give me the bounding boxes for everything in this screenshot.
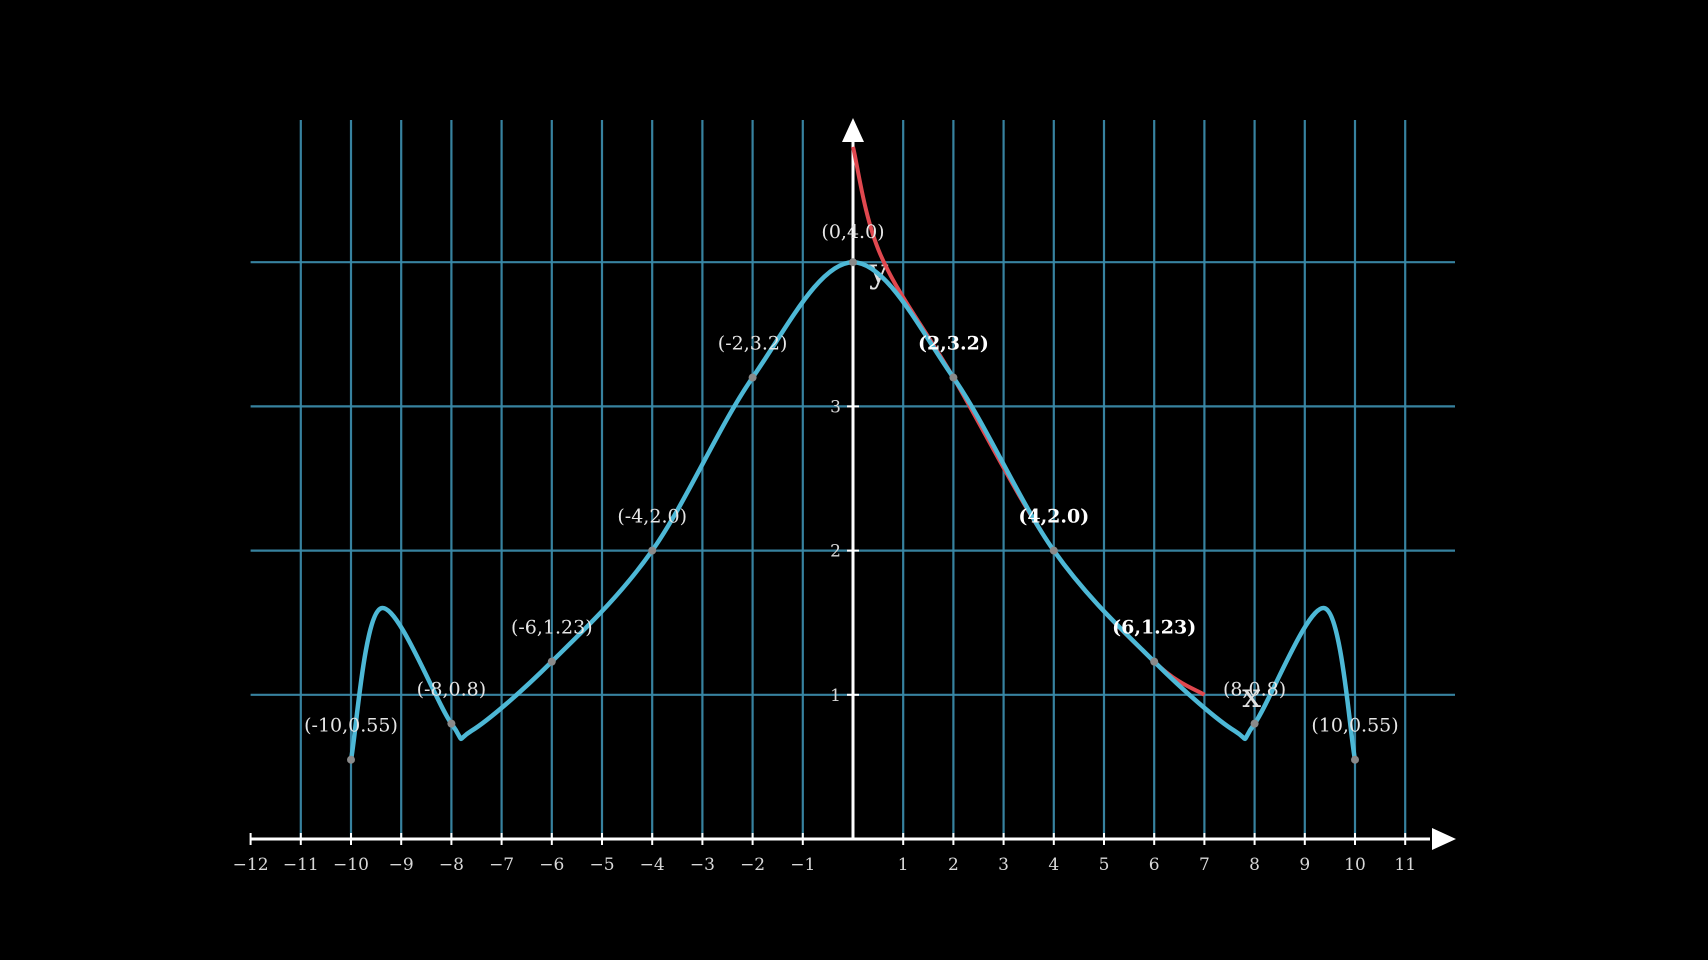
x-tick-label: −7 [489,855,514,875]
data-label: (8,0.8) [1223,679,1286,701]
data-point [648,546,657,555]
x-tick-label: −11 [283,855,319,875]
data-point [547,657,556,666]
x-tick-label: 10 [1344,855,1366,875]
x-tick-label: 7 [1199,855,1210,875]
data-label: (-2,3.2) [718,333,788,355]
x-tick-label: −2 [740,855,765,875]
x-tick-label: 8 [1249,855,1260,875]
x-tick-label: 1 [898,855,909,875]
data-label: (-10,0.55) [304,715,398,737]
axes [249,118,1456,850]
data-point [1150,657,1159,666]
y-tick-label: 3 [830,397,841,417]
data-label: (-6,1.23) [511,617,593,639]
x-tick-label: −4 [640,855,665,875]
data-point [1250,719,1259,728]
x-tick-label: 9 [1299,855,1310,875]
data-label: (-4,2.0) [617,506,687,528]
x-tick-label: −5 [589,855,614,875]
x-tick-label: −8 [439,855,464,875]
x-tick-label: −6 [539,855,564,875]
x-axis-arrow [1432,828,1456,850]
x-tick-label: −3 [690,855,715,875]
x-tick-label: 2 [948,855,959,875]
x-tick-label: 4 [1048,855,1059,875]
data-point [447,719,456,728]
data-point [748,373,757,382]
data-label: (-8,0.8) [417,679,487,701]
y-axis-arrow [842,118,864,142]
x-tick-label: 6 [1149,855,1160,875]
x-tick-label: −9 [389,855,414,875]
x-tick-label: −10 [333,855,369,875]
data-label: (4,2.0) [1018,506,1089,528]
data-point [949,373,958,382]
x-axis-label: x [1242,676,1261,716]
data-label: (10,0.55) [1311,715,1398,737]
data-label: (6,1.23) [1112,617,1196,639]
grid-lines [250,120,1455,839]
x-tick-label: −12 [233,855,269,875]
x-tick-label: 11 [1394,855,1416,875]
y-tick-label: 2 [830,542,841,562]
x-tick-label: −1 [790,855,815,875]
x-tick-label: 3 [998,855,1009,875]
data-point [347,755,355,764]
data-label: (2,3.2) [918,333,989,355]
y-tick-label: 1 [830,686,841,706]
data-points: (-10,0.55) (-8,0.8) (-6,1.23) (-4,2.0) (-2,3… [304,221,1399,764]
data-point [1049,546,1058,555]
x-tick-label: 5 [1099,855,1110,875]
data-label: (0,4.0) [821,221,884,243]
data-point [849,258,857,267]
data-point [1351,755,1359,764]
